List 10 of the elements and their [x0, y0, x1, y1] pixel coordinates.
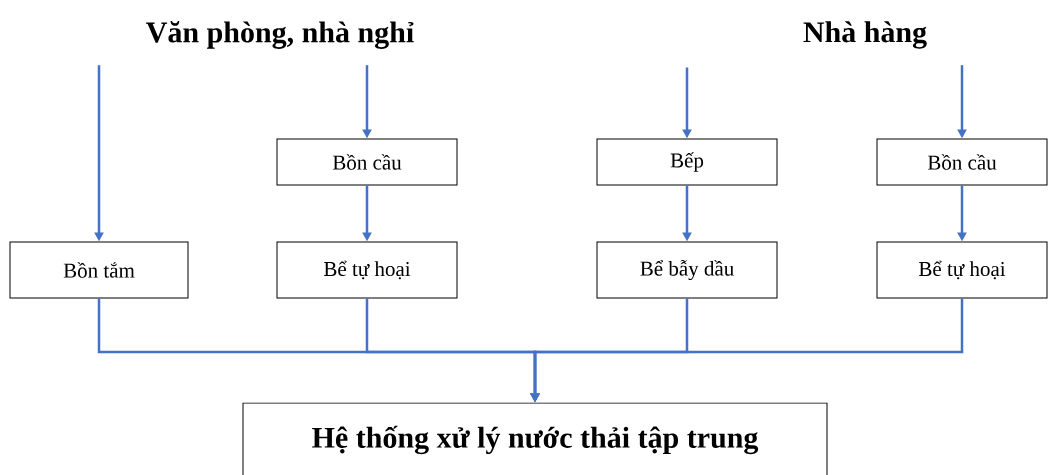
treatment-box: Hệ thống xử lý nước thải tập trung [242, 402, 828, 475]
process-box: Bồn cầu [276, 138, 458, 186]
process-box: Bồn tắm [9, 241, 189, 299]
process-box: Bể tự hoại [276, 241, 458, 299]
group-heading: Nhà hàng [803, 21, 927, 49]
group-heading: Văn phòng, nhà nghỉ [146, 21, 414, 49]
process-box: Bể tự hoại [876, 241, 1048, 299]
process-box: Bể bẫy dầu [596, 241, 778, 299]
process-box: Bồn cầu [876, 138, 1048, 186]
process-box: Bếp [596, 138, 778, 186]
